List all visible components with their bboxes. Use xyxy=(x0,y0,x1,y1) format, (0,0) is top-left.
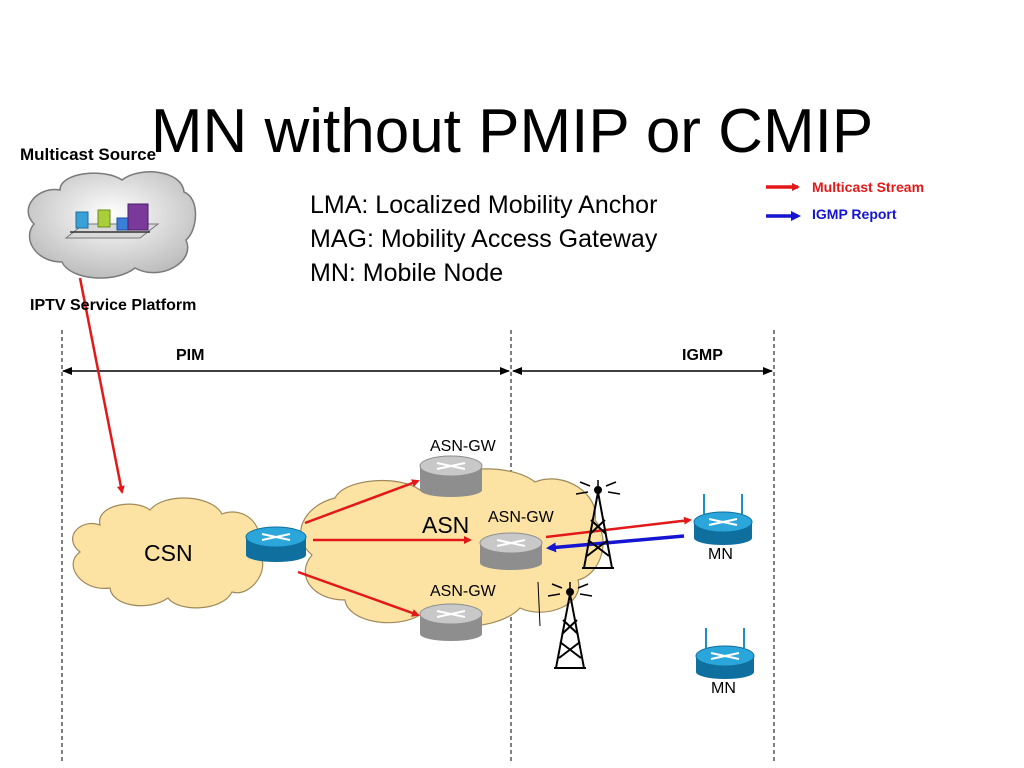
antenna-tower-icon xyxy=(537,581,593,669)
asn-gw-label: ASN-GW xyxy=(430,583,496,600)
definition-lma: LMA: Localized Mobility Anchor xyxy=(310,191,658,219)
mn-label: MN xyxy=(711,680,736,697)
asn-gw-router-icon xyxy=(479,532,543,570)
multicast-source-cloud-icon xyxy=(27,171,197,279)
igmp-label: IGMP xyxy=(682,347,723,364)
pim-label: PIM xyxy=(176,347,205,364)
asn-gw-label: ASN-GW xyxy=(488,509,554,526)
mn-label: MN xyxy=(708,546,733,563)
legend-igmp-report: IGMP Report xyxy=(812,206,897,222)
multicast-stream-arrows xyxy=(297,479,692,617)
asn-label: ASN xyxy=(422,512,470,538)
wireless-router-icon xyxy=(695,628,755,679)
dashed-separators xyxy=(61,330,775,762)
definition-mag: MAG: Mobility Access Gateway xyxy=(310,225,658,253)
slide-title: MN without PMIP or CMIP xyxy=(150,97,874,166)
asn-gw-router-icon xyxy=(419,455,483,497)
definitions-block: LMA: Localized Mobility Anchor MAG: Mobi… xyxy=(310,188,657,290)
asn-gw-router-icon xyxy=(419,603,483,641)
antenna-tower-icon xyxy=(575,480,621,569)
definition-mn: MN: Mobile Node xyxy=(310,259,504,287)
legend-multicast-stream: Multicast Stream xyxy=(812,179,925,195)
csn-cloud-icon xyxy=(72,497,264,609)
multicast-stream-source-arrow xyxy=(78,277,125,494)
igmp-report-arrow xyxy=(546,534,685,553)
iptv-platform-label: IPTV Service Platform xyxy=(30,297,197,314)
multicast-source-label: Multicast Source xyxy=(20,145,157,164)
wireless-router-icon xyxy=(693,494,753,545)
server-icon xyxy=(75,203,149,231)
csn-router-icon xyxy=(245,526,307,562)
csn-label: CSN xyxy=(144,540,193,566)
asn-gw-label: ASN-GW xyxy=(430,438,496,455)
